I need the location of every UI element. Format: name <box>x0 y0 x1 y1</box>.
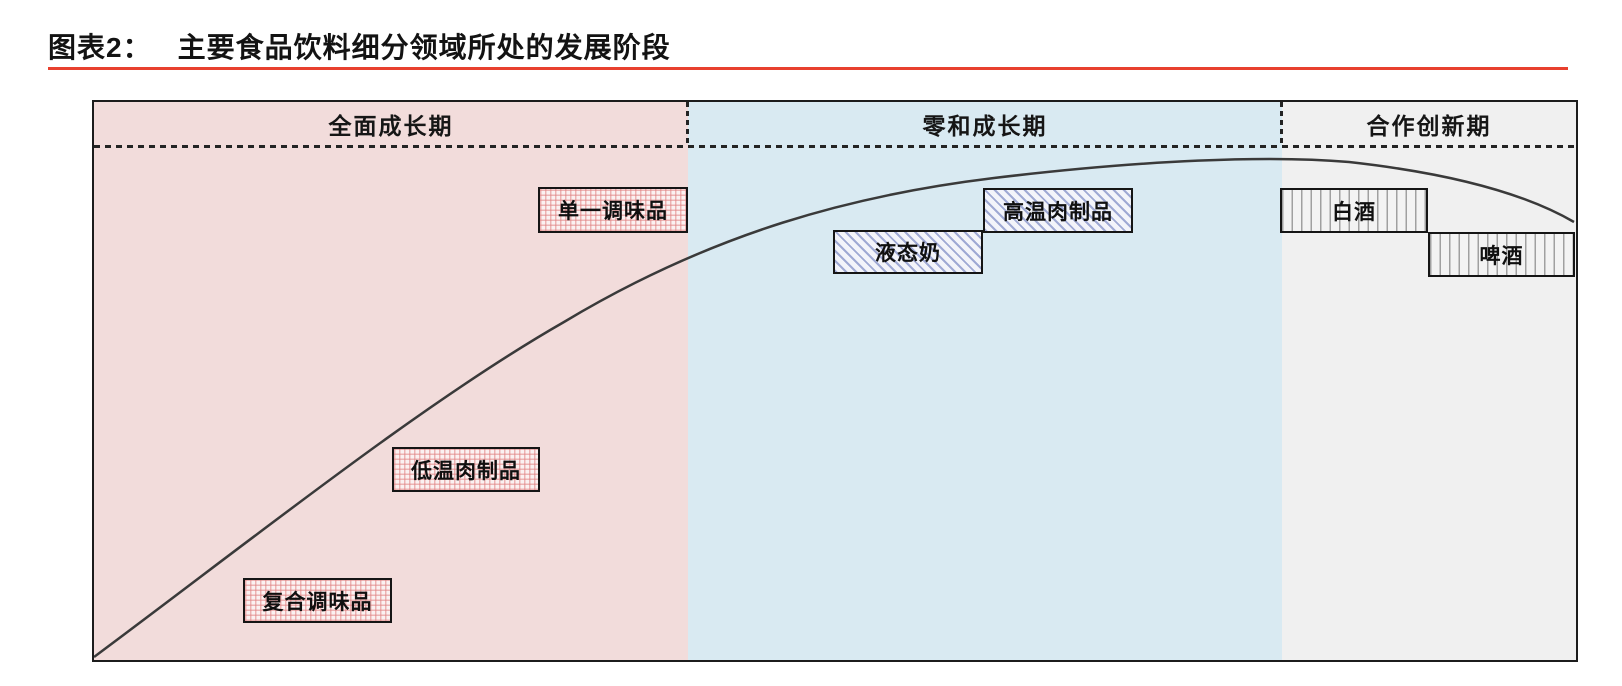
segment-box-liquid-milk: 液态奶 <box>833 230 983 274</box>
lifecycle-chart: 全面成长期 零和成长期 合作创新期 复合调味品 低温肉制品 单一调味品 液态奶 … <box>92 100 1578 662</box>
segment-box-baijiu: 白酒 <box>1280 188 1428 233</box>
figure-title-text: 主要食品饮料细分领域所处的发展阶段 <box>177 32 671 63</box>
chart-plot-area: 全面成长期 零和成长期 合作创新期 复合调味品 低温肉制品 单一调味品 液态奶 … <box>94 102 1576 660</box>
lifecycle-curve <box>94 157 1575 659</box>
segment-box-beer: 啤酒 <box>1428 232 1575 277</box>
figure-label: 图表2： <box>48 32 152 63</box>
stage-header-full-growth: 全面成长期 <box>328 112 454 139</box>
segment-box-single-seasoning: 单一调味品 <box>538 187 688 233</box>
stage-header-cooperative-innovation: 合作创新期 <box>1366 112 1492 139</box>
segment-box-low-temp-meat: 低温肉制品 <box>392 447 540 492</box>
stage-header-zero-sum-growth: 零和成长期 <box>922 112 1048 139</box>
stage-divider-2-dashed-line <box>1280 102 1283 146</box>
title-underline-rule <box>48 67 1568 70</box>
segment-box-compound-seasoning: 复合调味品 <box>243 578 392 623</box>
header-divider-dashed-line <box>94 145 1576 148</box>
figure-title: 图表2： 主要食品饮料细分领域所处的发展阶段 <box>48 26 671 66</box>
stage-divider-1-dashed-line <box>686 102 689 146</box>
segment-box-high-temp-meat: 高温肉制品 <box>983 188 1133 233</box>
